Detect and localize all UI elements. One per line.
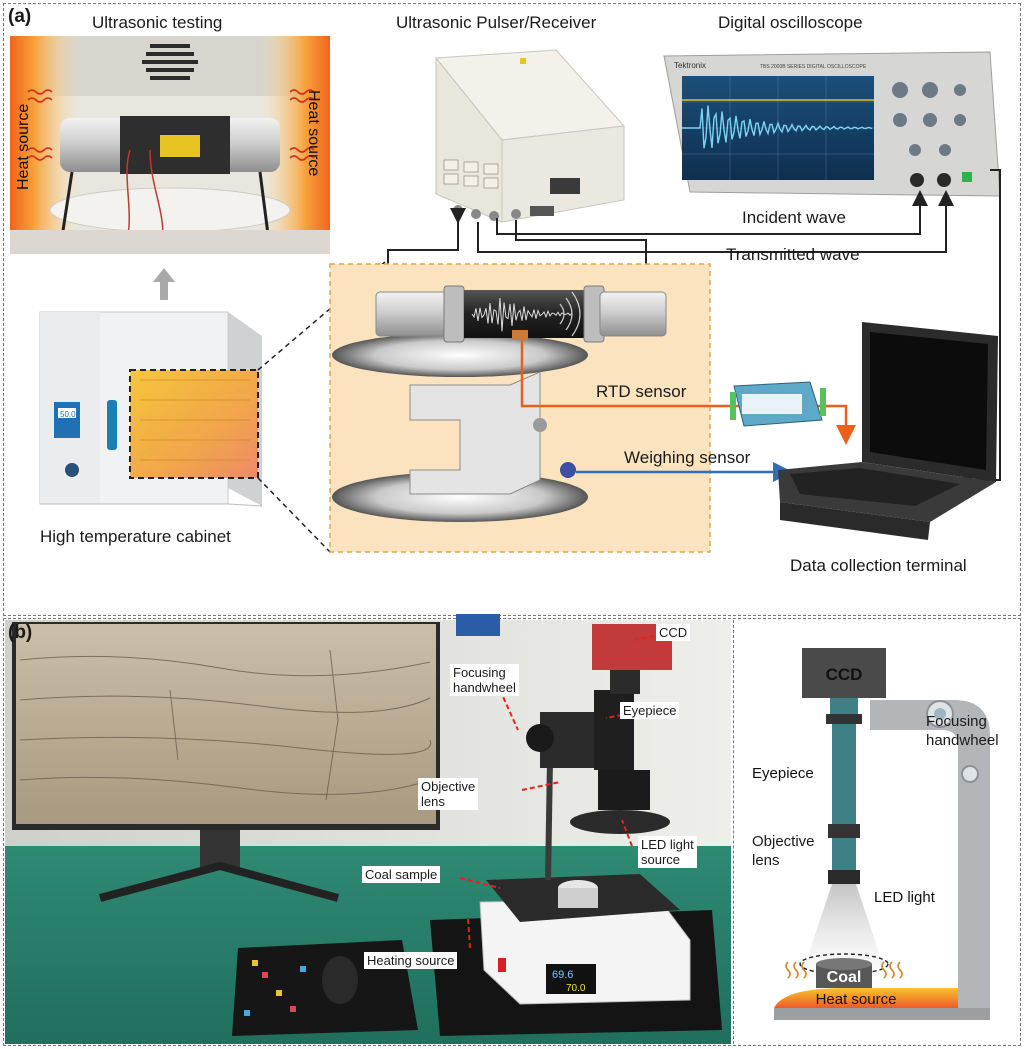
label-rtd-sensor: RTD sensor [596,382,687,401]
schematic-coal: Coal [827,969,862,986]
cabinet-up-arrow [153,268,175,300]
panel-a-frame [3,3,1021,616]
photo-label-led-light-source: LED light source [638,836,697,868]
scale-display-bottom: 70.0 [566,983,586,994]
photo-label-objective-lens: Objective lens [418,778,479,810]
panel-a-letter: (a) [8,6,32,27]
title-oscilloscope: Digital oscilloscope [718,13,863,32]
photo-label-heating-source: Heating source [364,952,458,969]
cabinet-display: 50.0 [60,410,76,419]
label-incident-wave: Incident wave [742,208,846,227]
schematic-led-light: LED light [874,889,936,906]
photo-label-ccd: CCD [656,624,691,641]
label-transmitted-wave: Transmitted wave [726,245,860,264]
label-weighing-sensor: Weighing sensor [624,448,751,467]
scope-series-text: TBS 2000B SERIES DIGITAL OSCILLOSCOPE [760,64,867,70]
schematic-eyepiece: Eyepiece [752,765,814,782]
panel-b-frame [3,618,1021,1046]
title-ultrasonic-testing: Ultrasonic testing [92,13,223,32]
data-collection-laptop [778,322,998,540]
heat-source-right: Heat source [305,90,322,176]
ultrasonic-testing-photo [10,36,330,254]
ultrasonic-pulser-receiver [435,49,626,223]
microscope-schematic: CCD Coal Heat source LED light Eyepiece [752,648,990,1020]
schematic-ccd: CCD [826,665,863,684]
scale-display-top: 69.6 [552,969,573,981]
schematic-heat-source: Heat source [816,991,897,1008]
panel-a-diagram: Tektronix TBS 2000B SERIES DIGITAL OSCIL… [10,36,1001,553]
panel-b-letter: (b) [8,622,33,643]
panel-b-divider [733,620,734,1044]
label-data-terminal: Data collection terminal [790,556,967,575]
title-pulser-receiver: Ultrasonic Pulser/Receiver [396,13,597,32]
schematic-focusing-handwheel: Focusing handwheel [926,713,999,749]
photo-label-coal-sample: Coal sample [362,866,441,883]
photo-label-eyepiece: Eyepiece [620,702,680,719]
schematic-objective-lens: Objective lens [752,833,815,869]
rtd-module [730,381,826,427]
label-cabinet: High temperature cabinet [40,527,231,546]
heat-source-left: Heat source [15,104,32,190]
scope-brand-text: Tektronix [674,61,706,70]
photo-label-focusing-handwheel: Focusing handwheel [450,664,519,696]
